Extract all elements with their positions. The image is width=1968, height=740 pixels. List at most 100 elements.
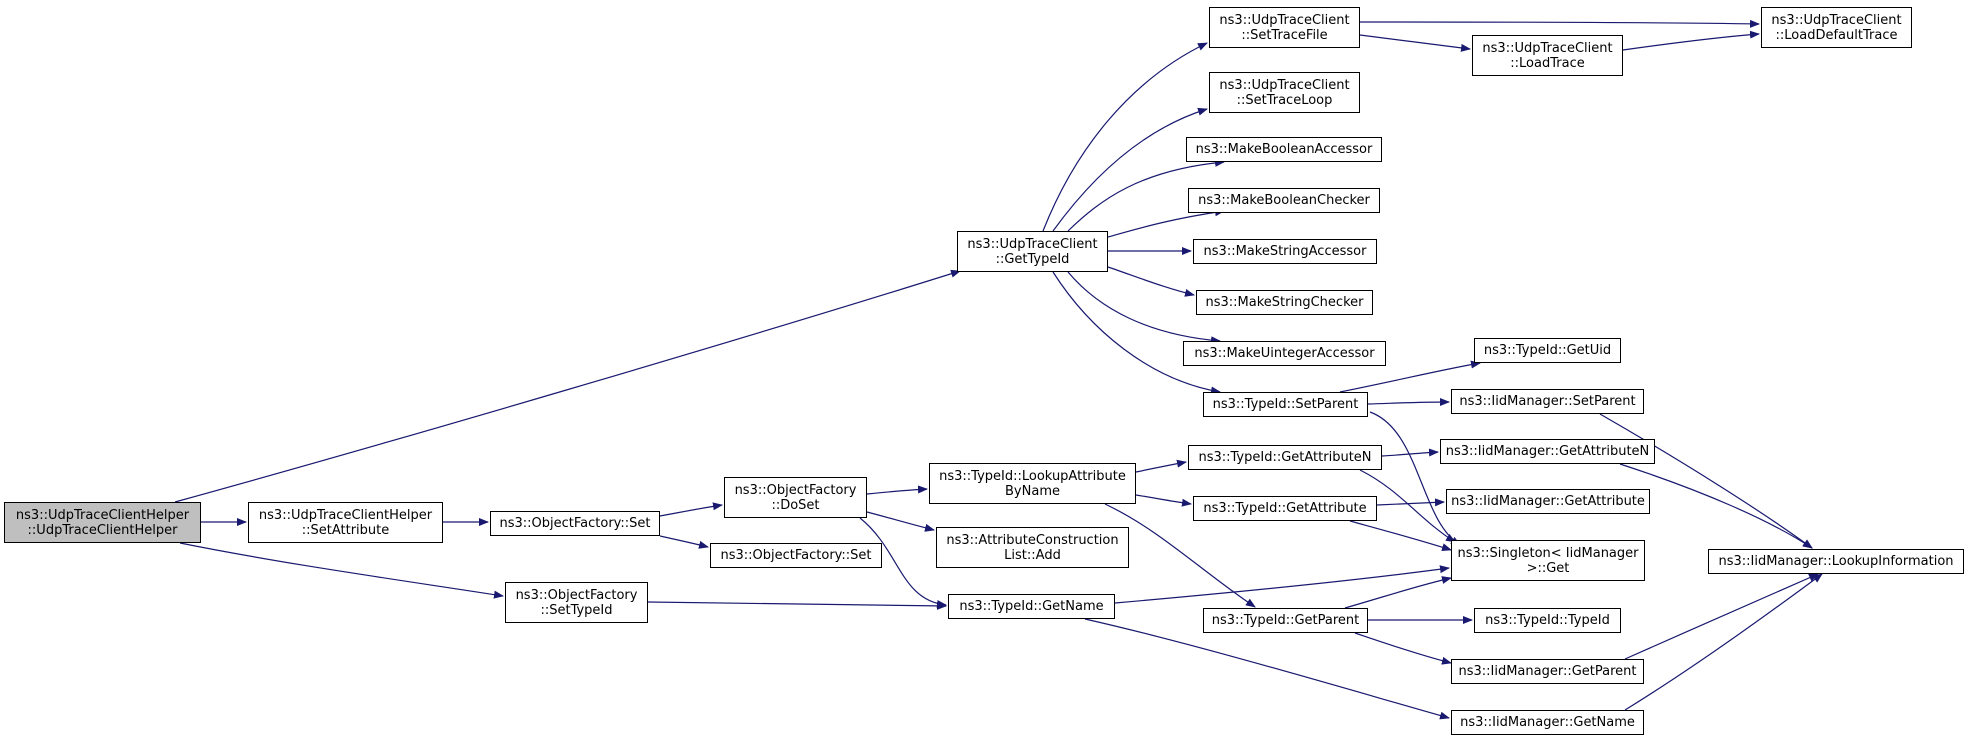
node-label-line1: ns3::UdpTraceClientHelper	[15, 507, 190, 523]
edge-loadtrace-to-loaddefault	[1622, 30, 1760, 51]
edge-setparent-to-iid_setparent	[1367, 398, 1450, 407]
node-typeid-getattributen[interactable]: ns3::TypeId::GetAttributeN	[1188, 445, 1382, 470]
node-typeid-getuid[interactable]: ns3::TypeId::GetUid	[1474, 338, 1621, 363]
node-label: ns3::IidManager::GetAttribute	[1451, 494, 1645, 509]
node-label: ns3::MakeBooleanChecker	[1198, 193, 1370, 208]
edge-gettypeid-to-mkboolacc	[1067, 158, 1225, 232]
node-label-line1: ns3::UdpTraceClient	[1482, 40, 1613, 56]
edge-setparent-to-getuid	[1339, 360, 1481, 393]
node-label-line1: ns3::ObjectFactory	[734, 482, 857, 498]
node-typeid-getparent[interactable]: ns3::TypeId::GetParent	[1203, 608, 1368, 633]
node-label: ns3::IidManager::GetParent	[1458, 664, 1637, 679]
node-label: ns3::IidManager::GetName	[1460, 715, 1635, 730]
node-label-line1: ns3::TypeId::LookupAttribute	[939, 468, 1126, 484]
node-typeid-setparent[interactable]: ns3::TypeId::SetParent	[1203, 392, 1368, 417]
node-objectfactory-set-overload[interactable]: ns3::ObjectFactory::Set	[710, 543, 882, 568]
node-label-line2: ::SetTraceFile	[1241, 27, 1328, 43]
node-typeid-lookupattributebyname[interactable]: ns3::TypeId::LookupAttribute ByName	[929, 463, 1136, 504]
node-label: ns3::TypeId::GetAttributeN	[1198, 450, 1372, 465]
node-typeid-getname[interactable]: ns3::TypeId::GetName	[948, 594, 1115, 619]
edge-lookupattr-to-getattr	[1135, 494, 1192, 507]
edge-settracefile-to-loadtrace	[1359, 34, 1471, 52]
node-iidmanager-getname[interactable]: ns3::IidManager::GetName	[1451, 710, 1644, 735]
node-iidmanager-getparent[interactable]: ns3::IidManager::GetParent	[1451, 659, 1644, 684]
node-label: ns3::TypeId::GetName	[959, 599, 1104, 614]
node-objectfactory-doset[interactable]: ns3::ObjectFactory ::DoSet	[724, 477, 867, 518]
node-udptraceclient-settracefile[interactable]: ns3::UdpTraceClient ::SetTraceFile	[1209, 7, 1360, 48]
node-objectfactory-set[interactable]: ns3::ObjectFactory::Set	[490, 511, 660, 536]
node-udptraceclienthelper-ctor[interactable]: ns3::UdpTraceClientHelper ::UdpTraceClie…	[4, 502, 201, 543]
edge-of_doset-to-attrlist	[866, 511, 935, 532]
node-label-line2: ::DoSet	[771, 497, 820, 513]
edge-getattrn-to-singleton	[1359, 469, 1456, 543]
node-label: ns3::MakeBooleanAccessor	[1195, 142, 1373, 157]
node-makeuintegeraccessor[interactable]: ns3::MakeUintegerAccessor	[1183, 341, 1386, 366]
node-makestringchecker[interactable]: ns3::MakeStringChecker	[1196, 290, 1373, 315]
node-label-line2: ::LoadTrace	[1510, 55, 1585, 71]
node-label-line2: ::LoadDefaultTrace	[1775, 27, 1898, 43]
node-iidmanager-lookupinformation[interactable]: ns3::IidManager::LookupInformation	[1708, 549, 1964, 574]
node-iidmanager-getattributen[interactable]: ns3::IidManager::GetAttributeN	[1440, 439, 1655, 464]
node-makestringaccessor[interactable]: ns3::MakeStringAccessor	[1193, 239, 1377, 264]
edge-getname-to-iid_getname	[1084, 618, 1450, 720]
node-udptraceclienthelper-setattribute[interactable]: ns3::UdpTraceClientHelper ::SetAttribute	[248, 502, 443, 543]
node-label: ns3::IidManager::SetParent	[1459, 394, 1636, 409]
node-makebooleanchecker[interactable]: ns3::MakeBooleanChecker	[1188, 188, 1380, 213]
node-typeid-getattribute[interactable]: ns3::TypeId::GetAttribute	[1193, 496, 1377, 521]
node-singleton-iidmanager-get[interactable]: ns3::Singleton< IidManager >::Get	[1451, 540, 1645, 581]
edge-gettypeid-to-settraceloop	[1052, 107, 1208, 232]
edge-getparent-to-iid_getparent	[1354, 632, 1452, 665]
node-objectfactory-settypeid[interactable]: ns3::ObjectFactory ::SetTypeId	[505, 582, 648, 623]
node-label-line1: ns3::UdpTraceClient	[1219, 77, 1350, 93]
node-udptraceclient-loaddefaulttrace[interactable]: ns3::UdpTraceClient ::LoadDefaultTrace	[1761, 7, 1912, 48]
node-label-line2: List::Add	[1004, 547, 1061, 563]
node-makebooleanaccessor[interactable]: ns3::MakeBooleanAccessor	[1186, 137, 1382, 162]
edge-getname-to-singleton	[1114, 565, 1450, 604]
node-label: ns3::MakeStringAccessor	[1203, 244, 1367, 259]
node-label-line2: ::GetTypeId	[995, 251, 1070, 267]
edge-gettypeid-to-mkstrchk	[1107, 266, 1195, 297]
edge-iid_getname-to-lookup	[1624, 573, 1823, 711]
node-label: ns3::ObjectFactory::Set	[499, 516, 651, 531]
node-label-line2: ::SetAttribute	[301, 522, 390, 538]
edge-iid_getattrn-to-lookup	[1619, 463, 1813, 549]
edge-iid_setparent-to-lookup	[1599, 413, 1813, 549]
node-label: ns3::TypeId::GetAttribute	[1203, 501, 1367, 516]
edge-root-to-settypeid	[179, 542, 504, 599]
node-label: ns3::ObjectFactory::Set	[720, 548, 872, 563]
edge-gettypeid-to-settracefile	[1042, 42, 1208, 232]
node-label: ns3::TypeId::TypeId	[1485, 613, 1610, 628]
edge-lookupattr-to-getparent	[1104, 503, 1256, 608]
edge-settypeid-to-getname	[647, 601, 947, 610]
node-label-line2: ::UdpTraceClientHelper	[27, 522, 178, 538]
node-label-line1: ns3::UdpTraceClient	[967, 236, 1098, 252]
edge-gettypeid-to-mkuintacc	[1067, 271, 1221, 345]
edge-iid_getparent-to-lookup	[1624, 573, 1819, 660]
node-typeid-typeid[interactable]: ns3::TypeId::TypeId	[1474, 608, 1621, 633]
node-label: ns3::TypeId::SetParent	[1212, 397, 1359, 412]
node-label: ns3::IidManager::GetAttributeN	[1445, 444, 1650, 459]
edge-setparent-to-singleton	[1369, 411, 1461, 546]
node-iidmanager-getattribute[interactable]: ns3::IidManager::GetAttribute	[1446, 489, 1650, 514]
node-udptraceclient-gettypeid[interactable]: ns3::UdpTraceClient ::GetTypeId	[957, 231, 1108, 272]
node-attributeconstructionlist-add[interactable]: ns3::AttributeConstruction List::Add	[936, 527, 1129, 568]
edge-gettypeid-to-setparent	[1052, 271, 1221, 395]
node-iidmanager-setparent[interactable]: ns3::IidManager::SetParent	[1451, 389, 1644, 414]
edge-of_doset-to-lookupattr	[866, 485, 928, 495]
edge-of_doset-to-getname	[859, 517, 947, 608]
edge-gettypeid-to-mkboolchk	[1107, 208, 1225, 238]
node-label-line1: ns3::UdpTraceClientHelper	[258, 507, 433, 523]
edge-of_set-to-of_set2	[659, 535, 709, 549]
node-label-line2: ::SetTypeId	[540, 602, 613, 618]
node-udptraceclient-loadtrace[interactable]: ns3::UdpTraceClient ::LoadTrace	[1472, 35, 1623, 76]
edge-getattrn-to-iid_getattrn	[1381, 448, 1439, 457]
node-label: ns3::TypeId::GetParent	[1211, 613, 1360, 628]
node-label-line2: ByName	[1005, 483, 1060, 499]
node-label-line2: >::Get	[1526, 560, 1570, 576]
node-label: ns3::MakeStringChecker	[1205, 295, 1364, 310]
node-label-line2: ::SetTraceLoop	[1236, 92, 1333, 108]
edge-getparent-to-singleton	[1344, 576, 1452, 609]
node-label-line1: ns3::Singleton< IidManager	[1457, 545, 1639, 561]
node-udptraceclient-settraceloop[interactable]: ns3::UdpTraceClient ::SetTraceLoop	[1209, 72, 1360, 113]
